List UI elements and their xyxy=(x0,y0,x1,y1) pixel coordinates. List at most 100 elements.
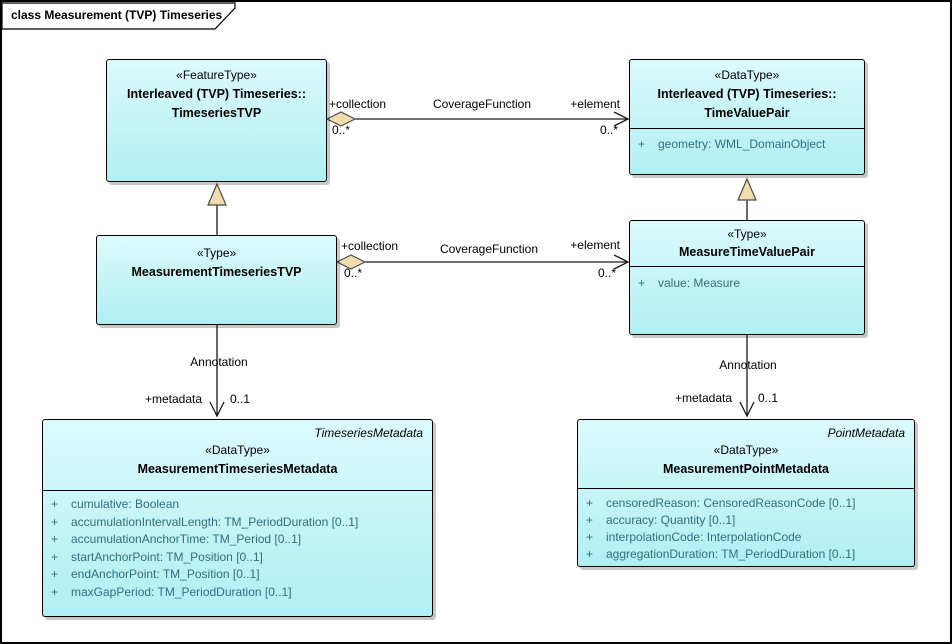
attribute-row: + maxGapPeriod: TM_PeriodDuration [0..1] xyxy=(43,584,432,602)
attribute-row: + cumulative: Boolean xyxy=(43,496,432,514)
assoc-target-multiplicity: 0..* xyxy=(599,123,618,137)
assoc-name: CoverageFunction xyxy=(432,97,532,111)
stereotype-label: «DataType» xyxy=(714,68,780,82)
stereotype-label: «DataType» xyxy=(205,443,270,457)
class-box-measurement-timeseries-metadata[interactable]: TimeseriesMetadata «DataType» Measuremen… xyxy=(42,419,433,617)
attribute-row: + accuracy: Quantity [0..1] xyxy=(578,512,914,529)
attribute-compartment: + value: Measure xyxy=(630,266,864,293)
attribute-text: value: Measure xyxy=(658,276,741,290)
annotation-target-role: +metadata xyxy=(674,391,732,405)
attribute-visibility: + xyxy=(51,514,59,529)
stereotype-label: «DataType» xyxy=(713,443,779,457)
attribute-visibility: + xyxy=(51,584,59,599)
attribute-row: + geometry: WML_DomainObject xyxy=(630,136,864,154)
attribute-row: + interpolationCode: InterpolationCode xyxy=(578,529,914,546)
assoc-source-role: +collection xyxy=(329,97,387,111)
attribute-text: censoredReason: CensoredReasonCode [0..1… xyxy=(606,496,856,510)
class-header: PointMetadata «DataType» MeasurementPoin… xyxy=(578,420,914,488)
stereotype-label: «FeatureType» xyxy=(176,68,257,82)
open-arrowhead-icon xyxy=(209,401,225,418)
generalization-triangle-icon xyxy=(737,177,757,201)
open-arrowhead-icon xyxy=(613,254,630,270)
stereotype-label: «Type» xyxy=(727,227,767,241)
attribute-visibility: + xyxy=(51,549,59,564)
assoc-source-multiplicity: 0..* xyxy=(332,123,351,137)
class-name: TimeseriesTVP xyxy=(171,106,262,120)
attribute-text: aggregationDuration: TM_PeriodDuration [… xyxy=(606,547,856,561)
attribute-text: interpolationCode: InterpolationCode xyxy=(606,530,802,544)
class-box-measurement-timeseries-tvp[interactable]: «Type» MeasurementTimeseriesTVP xyxy=(96,235,337,325)
diagram-frame-tab xyxy=(2,2,236,30)
attribute-compartment: + cumulative: Boolean + accumulationInte… xyxy=(43,490,432,601)
connector-aggregation-coverage-top[interactable] xyxy=(325,111,630,127)
attribute-visibility: + xyxy=(638,276,646,290)
class-box-measurement-point-metadata[interactable]: PointMetadata «DataType» MeasurementPoin… xyxy=(577,419,915,567)
assoc-target-multiplicity: 0..* xyxy=(597,266,616,280)
class-header: TimeseriesMetadata «DataType» Measuremen… xyxy=(43,420,432,490)
open-arrowhead-icon xyxy=(613,111,630,127)
annotation-name: Annotation xyxy=(190,355,248,369)
instance-tagline: TimeseriesMetadata xyxy=(314,426,423,440)
class-name: TimeValuePair xyxy=(704,106,790,120)
connector-annotation-left[interactable] xyxy=(209,325,225,418)
class-header: «Type» MeasurementTimeseriesTVP xyxy=(97,236,336,282)
aggregation-diamond-icon xyxy=(325,111,357,127)
annotation-target-multiplicity: 0..1 xyxy=(230,392,251,406)
class-name: MeasurementTimeseriesMetadata xyxy=(137,462,338,476)
assoc-target-role: +element xyxy=(570,97,620,111)
attribute-visibility: + xyxy=(586,547,594,561)
attribute-row: + value: Measure xyxy=(630,275,864,293)
connector-generalization-right[interactable] xyxy=(737,177,757,220)
assoc-source-multiplicity: 0..* xyxy=(344,266,363,280)
attribute-visibility: + xyxy=(638,137,646,151)
class-box-time-value-pair[interactable]: «DataType» Interleaved (TVP) Timeseries:… xyxy=(629,59,865,175)
class-header: «Type» MeasureTimeValuePair xyxy=(630,221,864,266)
attribute-visibility: + xyxy=(51,497,59,511)
attribute-visibility: + xyxy=(586,530,594,544)
generalization-triangle-icon xyxy=(207,182,227,206)
attribute-text: maxGapPeriod: TM_PeriodDuration [0..1] xyxy=(71,584,292,599)
open-arrowhead-icon xyxy=(739,401,755,418)
annotation-target-role: +metadata xyxy=(144,392,202,406)
class-name: MeasurementPointMetadata xyxy=(662,462,829,476)
attribute-visibility: + xyxy=(51,567,59,581)
stereotype-label: «Type» xyxy=(196,246,237,260)
diagram-title: class Measurement (TVP) Timeseries xyxy=(11,8,223,22)
class-name: MeasureTimeValuePair xyxy=(679,245,815,259)
class-header: «FeatureType» Interleaved (TVP) Timeseri… xyxy=(107,60,326,123)
connector-aggregation-coverage-bottom[interactable] xyxy=(335,254,630,270)
class-name: MeasurementTimeseriesTVP xyxy=(131,265,302,279)
instance-tagline: PointMetadata xyxy=(827,426,905,440)
annotation-name: Annotation xyxy=(719,358,777,372)
class-qualifier: Interleaved (TVP) Timeseries:: xyxy=(657,87,837,101)
class-qualifier: Interleaved (TVP) Timeseries:: xyxy=(126,87,306,101)
assoc-target-role: +element xyxy=(570,238,620,252)
aggregation-diamond-icon xyxy=(335,254,367,270)
attribute-text: startAnchorPoint: TM_Position [0..1] xyxy=(71,549,263,564)
assoc-name: CoverageFunction xyxy=(439,242,539,256)
attribute-visibility: + xyxy=(586,513,594,527)
annotation-target-multiplicity: 0..1 xyxy=(758,391,779,405)
assoc-source-role: +collection xyxy=(341,239,399,253)
attribute-row: + startAnchorPoint: TM_Position [0..1] xyxy=(43,549,432,567)
attribute-text: accumulationAnchorTime: TM_Period [0..1] xyxy=(71,532,302,546)
class-header: «DataType» Interleaved (TVP) Timeseries:… xyxy=(630,60,864,128)
attribute-text: cumulative: Boolean xyxy=(71,497,180,511)
connector-generalization-left[interactable] xyxy=(207,182,227,235)
class-box-measure-time-value-pair[interactable]: «Type» MeasureTimeValuePair + value: Mea… xyxy=(629,220,865,335)
attribute-visibility: + xyxy=(51,532,59,546)
attribute-row: + censoredReason: CensoredReasonCode [0.… xyxy=(578,495,914,512)
attribute-row: + accumulationAnchorTime: TM_Period [0..… xyxy=(43,531,432,549)
class-box-timeseries-tvp[interactable]: «FeatureType» Interleaved (TVP) Timeseri… xyxy=(106,59,327,182)
connector-annotation-right[interactable] xyxy=(739,335,755,418)
attribute-row: + accumulationIntervalLength: TM_PeriodD… xyxy=(43,514,432,532)
attribute-text: endAnchorPoint: TM_Position [0..1] xyxy=(71,567,260,581)
attribute-compartment: + geometry: WML_DomainObject xyxy=(630,128,864,154)
attribute-text: accumulationIntervalLength: TM_PeriodDur… xyxy=(71,514,359,529)
attribute-visibility: + xyxy=(586,496,594,510)
attribute-row: + endAnchorPoint: TM_Position [0..1] xyxy=(43,566,432,584)
attribute-row: + aggregationDuration: TM_PeriodDuration… xyxy=(578,546,914,563)
attribute-compartment: + censoredReason: CensoredReasonCode [0.… xyxy=(578,488,914,563)
attribute-text: accuracy: Quantity [0..1] xyxy=(606,513,736,527)
